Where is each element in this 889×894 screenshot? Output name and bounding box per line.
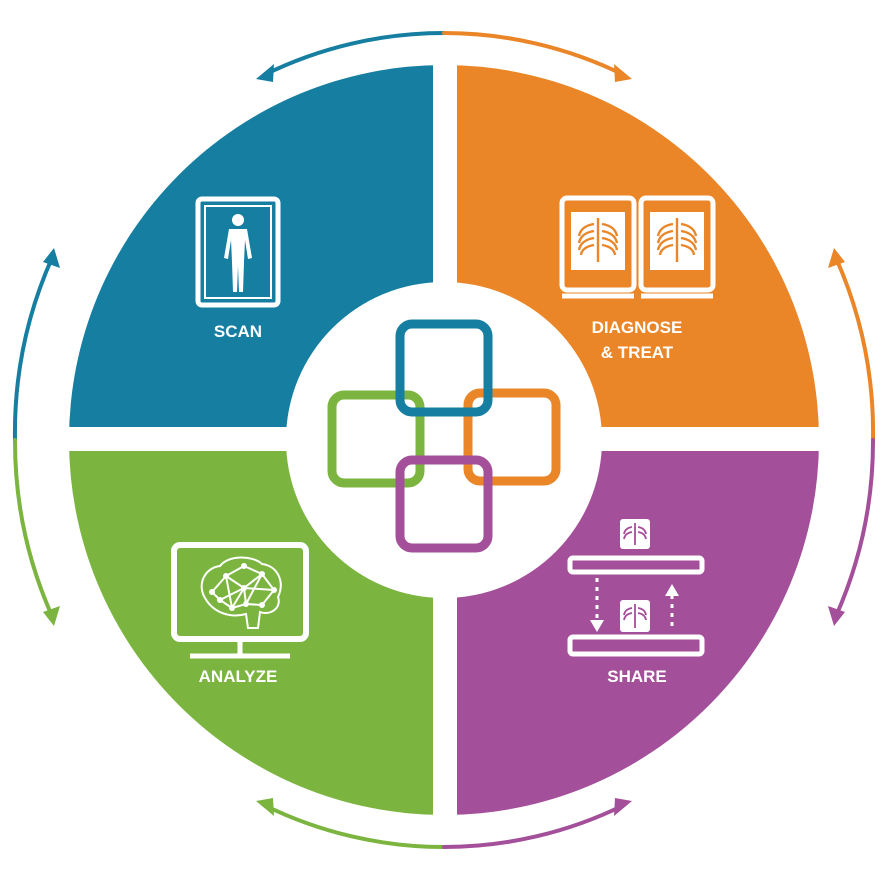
bottom-arrow-left-half <box>262 803 446 849</box>
center-square-blue <box>395 319 493 417</box>
arrowhead-left-top <box>43 248 60 268</box>
arrowhead-left-bottom <box>43 606 60 626</box>
arrowhead-right-bottom <box>828 606 845 626</box>
center-square-purple <box>395 455 493 553</box>
bottom-arrow-right-half <box>442 803 626 849</box>
diagnose-label: DIAGNOSE <box>592 318 683 337</box>
left-arrow-lower-half <box>12 438 54 618</box>
right-arrow-lower-half <box>834 438 876 618</box>
xray-monitors-icon <box>559 195 716 299</box>
scan-label: SCAN <box>214 322 262 341</box>
arrowhead-bottom-left <box>256 798 274 816</box>
interlocking-squares-icon <box>327 319 561 553</box>
body-scan-icon <box>195 196 281 308</box>
arrowhead-bottom-right <box>614 798 632 816</box>
center-disc <box>286 282 602 598</box>
left-arrow-upper-half <box>12 256 54 442</box>
arrowhead-right-top <box>828 248 845 268</box>
top-arrow-right-half <box>442 31 626 77</box>
right-arrow-upper-half <box>834 256 876 442</box>
arrow-heads <box>43 64 845 816</box>
cycle-arrows <box>12 31 876 849</box>
arrowhead-top-left <box>256 64 274 82</box>
center-square-green <box>327 390 425 488</box>
quadrant-labels: SCAN DIAGNOSE & TREAT ANALYZE SHARE <box>199 318 683 686</box>
center-square-orange <box>463 388 561 486</box>
share-transfer-icon <box>567 519 705 657</box>
arrowhead-top-right <box>614 64 632 82</box>
share-label: SHARE <box>607 667 667 686</box>
brain-monitor-icon <box>171 542 309 659</box>
top-arrow-left-half <box>262 31 446 77</box>
treat-label: & TREAT <box>601 343 674 362</box>
analyze-label: ANALYZE <box>199 667 278 686</box>
